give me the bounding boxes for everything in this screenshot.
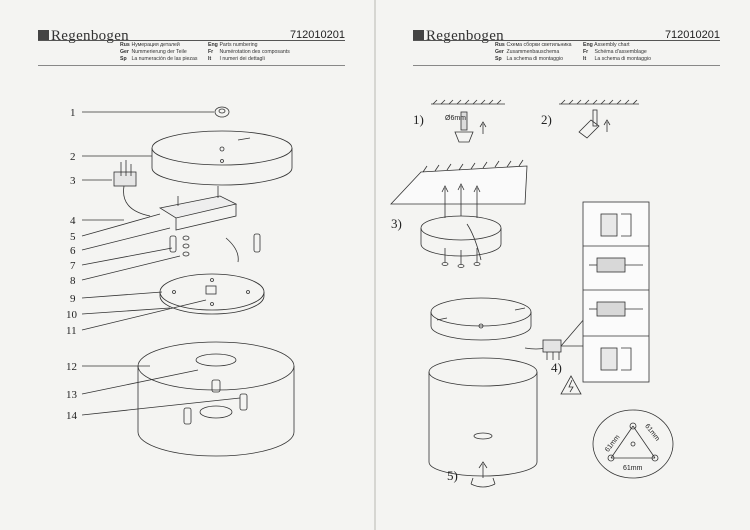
part-number-4: 4 [70,215,76,227]
step-4-wiring: 4) [430,297,586,395]
logo-mark-icon [413,30,424,41]
legend-text: Assembly chart [594,42,630,48]
leader-line [81,299,207,331]
legend-text: Parts numbering [219,42,258,48]
part-number-10: 10 [66,309,78,321]
part-labels: 1 2 3 4 5 6 7 8 9 10 11 [66,107,241,422]
leader-line [81,213,161,237]
leader-line [81,255,181,281]
part-finial-nut [214,106,230,118]
dimension-label-right: 61mm [643,423,661,443]
legend-lang: Fr [583,49,589,55]
document-number: 712010201 [289,29,345,41]
leader-line [81,291,163,299]
legend-lang: It [583,56,587,62]
legend-lang: Sp [120,56,127,62]
legend-text: La numeración de las piezas [131,56,198,62]
legend-lang: Eng [208,42,218,48]
page-fold [374,0,376,530]
part-number-8: 8 [70,275,76,287]
part-number-9: 9 [70,293,76,305]
legend-parts-numbering: Rus Нумерация деталей Eng Parts numbering… [120,42,290,63]
header-rule-bottom [413,65,720,66]
legend-lang: Ger [495,49,504,55]
step-1-drill: 1) Ø6mm [413,99,505,143]
drill-size-label: Ø6mm [445,115,466,122]
part-mounting-bracket [158,186,261,263]
part-ceiling-plate [159,273,265,315]
assembly-steps-drawing: 1) Ø6mm 2) 3) [390,99,674,488]
legend-lang: Sp [495,56,502,62]
part-number-7: 7 [70,260,76,272]
legend-text: Schéma d'assemblage [594,49,647,55]
legend-text: Numérotation des composants [219,49,290,55]
dimension-label-bottom: 61mm [623,465,643,472]
leader-line [81,369,199,395]
legend-lang: Rus [120,42,130,48]
step-label-4: 4) [551,360,562,375]
step-2-insert-plug: 2) [541,99,639,139]
mounting-plate-dimensions: 61mm 61mm 61mm [592,409,674,479]
legend-text: La schema di montaggio [506,56,563,62]
legend-text: Nummerierung der Teile [131,49,187,55]
part-number-3: 3 [70,175,76,187]
legend-lang: Rus [495,42,505,48]
warning-triangle-icon [560,375,582,395]
step-label-2: 2) [541,112,552,127]
part-number-12: 12 [66,361,77,373]
part-drum-shade [137,341,295,457]
legend-text: La schema di montaggio [594,56,651,62]
part-number-13: 13 [66,389,78,401]
legend-text: I numeri dei dettagli [219,56,265,62]
step-label-5: 5) [447,468,458,483]
part-number-14: 14 [66,410,78,422]
part-number-11: 11 [66,325,77,337]
document-number: 712010201 [664,29,720,41]
legend-text: Zusammenbauschema [506,49,560,55]
step-5-finial: 5) [447,461,496,488]
part-number-6: 6 [70,245,76,257]
leader-line [81,307,171,315]
step-label-3: 3) [391,216,402,231]
legend-text: Схема сборки светильника [506,42,572,48]
legend-assembly-chart: Rus Схема сборки светильника Eng Assembly… [495,42,651,63]
legend-lang: Fr [208,49,214,55]
legend-lang: Eng [583,42,593,48]
leader-line [81,247,173,266]
dimension-label-left: 61mm [604,434,622,454]
step-label-1: 1) [413,112,424,127]
logo-mark-icon [38,30,49,41]
parts-numbering-page: Regenbogen 712010201 Rus Нумерация детал… [38,28,345,457]
exploded-parts-drawing: 1 2 3 4 5 6 7 8 9 10 11 [66,106,295,457]
step-3-mount-plate: 3) [390,159,528,268]
header-rule-bottom [38,65,345,66]
part-number-5: 5 [70,231,76,243]
legend-text: Нумерация деталей [131,42,180,48]
part-terminal-block [113,160,151,217]
header-rule [38,40,345,41]
leader-line [81,397,241,416]
wiring-detail-panel [582,201,650,383]
header-rule [413,40,720,41]
legend-lang: It [208,56,212,62]
part-top-shade [151,130,293,186]
part-number-1: 1 [70,107,76,119]
assembly-chart-page: Regenbogen 712010201 Rus Схема сборки св… [375,0,750,530]
drum-shade [428,357,538,477]
legend-lang: Ger [120,49,129,55]
leader-line [81,227,171,251]
part-number-2: 2 [70,151,76,163]
